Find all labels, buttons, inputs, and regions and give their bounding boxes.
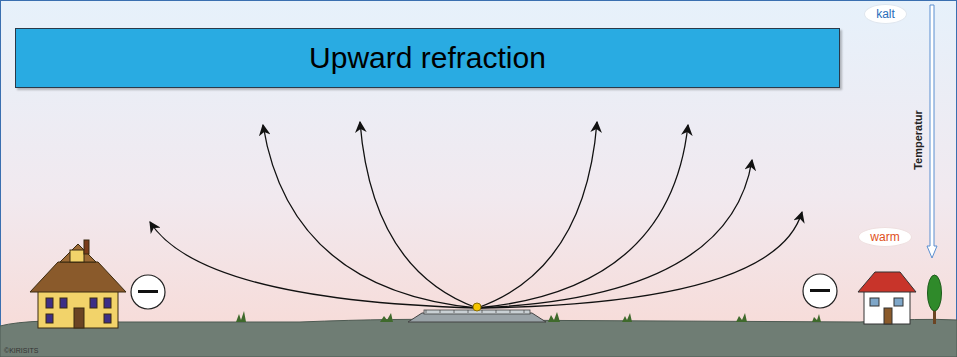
minus-symbol bbox=[803, 274, 837, 308]
left-house bbox=[30, 240, 126, 328]
axis-label: Temperatur bbox=[912, 110, 924, 170]
bushes bbox=[236, 311, 821, 322]
node-text: Upward refraction bbox=[309, 41, 546, 75]
copyright-note: ©KIRISITS bbox=[4, 347, 38, 354]
sound-source bbox=[473, 303, 481, 311]
tree bbox=[928, 275, 942, 324]
temperature-ellipse: warm bbox=[858, 227, 912, 247]
minus-symbol bbox=[131, 275, 165, 309]
node-text: warm bbox=[870, 230, 899, 244]
road-bridge bbox=[408, 310, 546, 322]
node-text: kalt bbox=[876, 7, 895, 21]
sound-rays bbox=[150, 122, 802, 308]
temperature-arrow bbox=[927, 5, 937, 258]
ground bbox=[0, 319, 957, 357]
title-box: Upward refraction bbox=[15, 28, 840, 88]
temperature-ellipse: kalt bbox=[864, 4, 907, 24]
right-house bbox=[858, 272, 916, 324]
